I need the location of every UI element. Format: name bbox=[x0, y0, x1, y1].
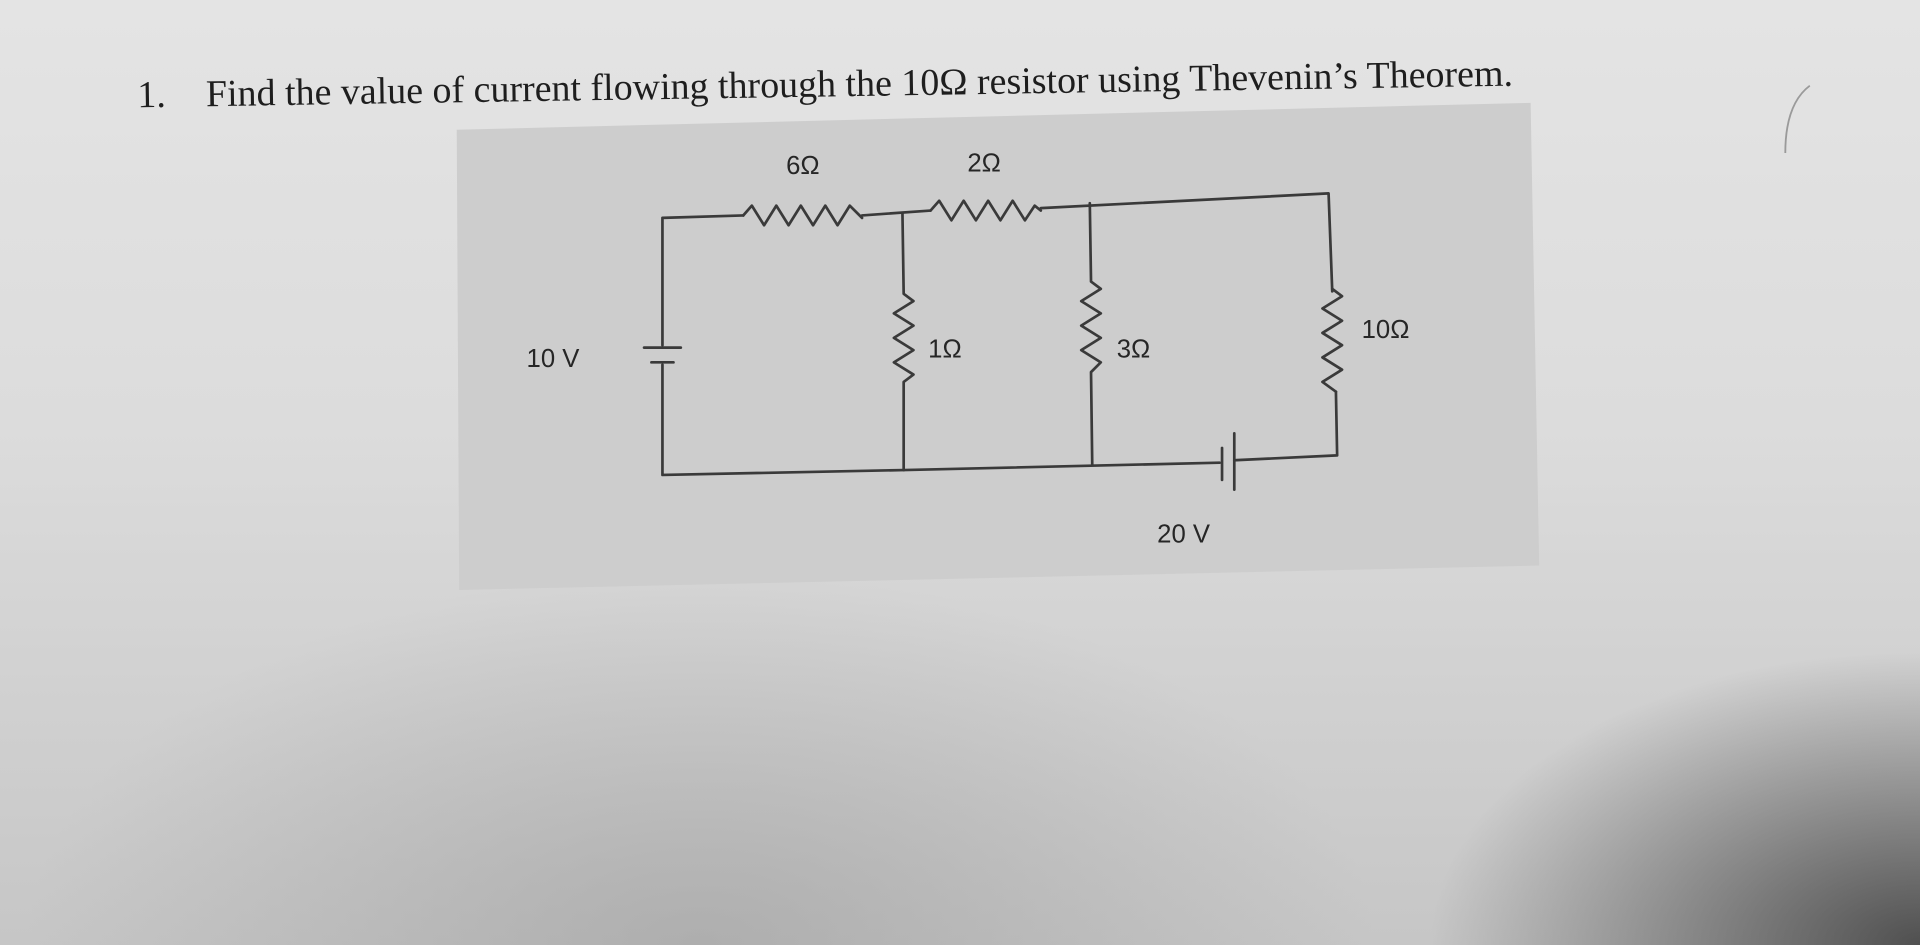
label-1-ohm: 1Ω bbox=[928, 335, 962, 363]
question: 1. Find the value of current flowing thr… bbox=[137, 53, 1513, 117]
wire-left-bottom bbox=[661, 363, 906, 477]
label-20v: 20 V bbox=[1157, 520, 1211, 548]
resistor-3-ohm-icon bbox=[1079, 201, 1103, 467]
label-3-ohm: 3Ω bbox=[1117, 335, 1151, 363]
battery-10v-icon bbox=[642, 346, 683, 364]
circuit-diagram: 10 V 6Ω 2Ω 1Ω 3Ω 20 V 10Ω bbox=[527, 149, 1410, 548]
resistor-1-ohm-icon bbox=[892, 211, 915, 472]
wire-top-mid bbox=[860, 209, 932, 217]
resistor-6-ohm-icon bbox=[741, 204, 864, 227]
wire-top-right bbox=[1039, 192, 1334, 293]
pencil-mark bbox=[1784, 84, 1811, 154]
label-10-ohm: 10Ω bbox=[1362, 316, 1410, 344]
figure-background bbox=[456, 102, 1540, 591]
question-text: Find the value of current flowing throug… bbox=[206, 53, 1514, 116]
question-number: 1. bbox=[137, 74, 166, 116]
resistor-10-ohm-icon bbox=[1321, 287, 1344, 394]
wire-bottom-right bbox=[1232, 390, 1339, 462]
label-6-ohm: 6Ω bbox=[786, 152, 820, 180]
label-2-ohm: 2Ω bbox=[967, 149, 1001, 177]
wire-left-top bbox=[661, 214, 745, 347]
label-10v: 10 V bbox=[527, 345, 581, 373]
wire-bottom bbox=[902, 461, 1221, 472]
resistor-2-ohm-icon bbox=[929, 199, 1043, 222]
